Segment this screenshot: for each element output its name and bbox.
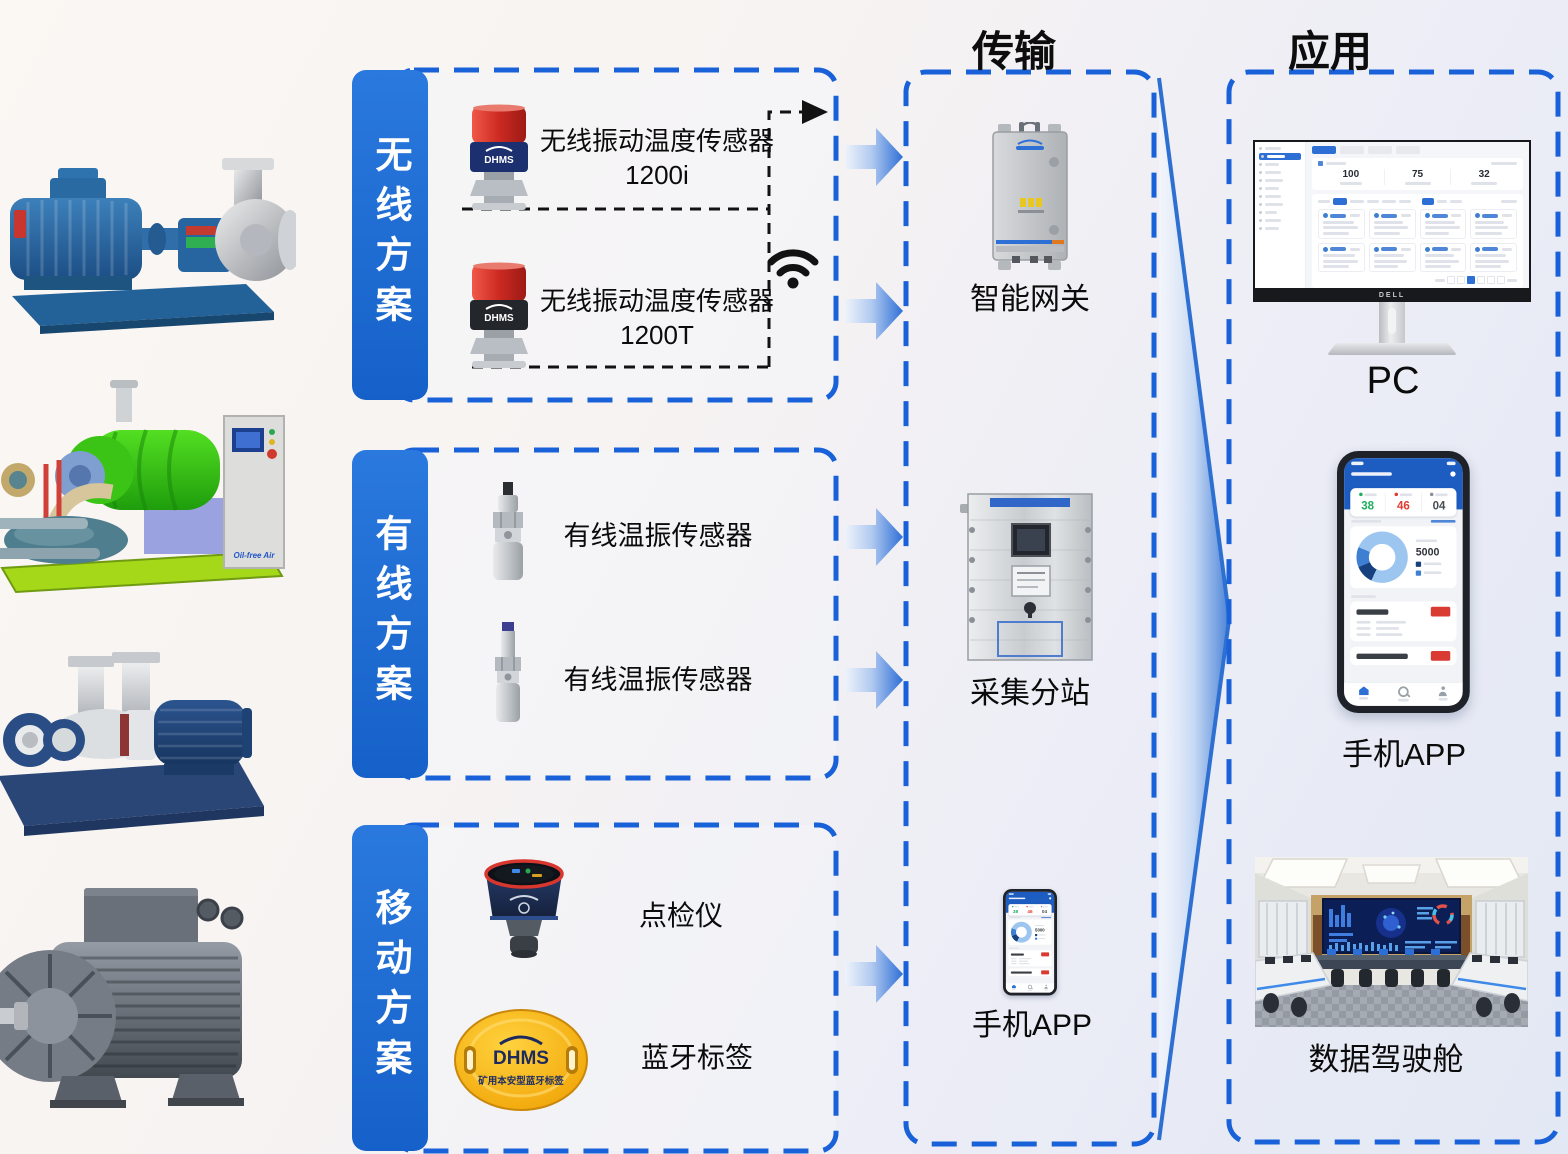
bell-icon xyxy=(1450,471,1456,477)
tag-subtitle-text: 矿用本安型蓝牙标签 xyxy=(478,1075,564,1087)
inspection-device-label: 点检仪 xyxy=(638,900,724,931)
transmission-box xyxy=(903,69,1157,1147)
user-icon xyxy=(1438,686,1448,697)
machine-pump-blue xyxy=(10,158,296,334)
monitor-bezel: DELL xyxy=(1253,288,1531,302)
gateway-image xyxy=(992,122,1068,270)
sensor-signal-lines xyxy=(462,110,804,369)
alarm-card xyxy=(1350,601,1457,642)
wireless-label-text: 无线方案 xyxy=(370,135,411,335)
app-stats: 38 46 04 xyxy=(1350,488,1457,517)
dashboard-main: 100 75 32 xyxy=(1306,142,1529,288)
application-title: 应用 xyxy=(1287,28,1373,75)
bluetooth-tag-image: DHMS 矿用本安型蓝牙标签 xyxy=(454,1009,588,1111)
sensor-1200i-label: 无线振动温度传感器 1200i xyxy=(539,126,775,191)
arrow-right-icon xyxy=(802,100,828,124)
app-header xyxy=(1006,895,1054,901)
action-button-red xyxy=(1041,970,1050,975)
action-button-red xyxy=(1430,651,1451,661)
dashboard-sidebar xyxy=(1255,142,1306,288)
home-icon xyxy=(1011,984,1016,989)
donut-chart xyxy=(1356,531,1408,583)
inspection-device-image xyxy=(484,859,564,958)
search-icon xyxy=(1027,984,1033,990)
transmission-title: 传输 xyxy=(971,28,1057,75)
action-button-red xyxy=(1430,606,1451,617)
application-phone-label: 手机APP xyxy=(1341,737,1467,772)
alarm-card xyxy=(1008,968,1052,977)
phone-screen: 38 46 04 5000 xyxy=(1344,458,1463,706)
donut-chart-card: 5000 xyxy=(1350,526,1457,589)
alarm-card xyxy=(1008,950,1052,967)
action-button-red xyxy=(1041,952,1050,957)
dashboard-stats-panel: 100 75 32 xyxy=(1312,158,1523,190)
dashboard-card-list xyxy=(1312,194,1523,288)
solution-label-wireless: 无线方案 xyxy=(352,70,428,400)
mobile-label-text: 移动方案 xyxy=(370,888,411,1088)
machine-motor-gray xyxy=(0,888,244,1108)
wired-sensor-2-image xyxy=(495,622,521,722)
phone-mockup-small: 38 46 04 5000 xyxy=(1003,889,1057,996)
wired-label-text: 有线方案 xyxy=(370,514,411,714)
wired-sensor-2-label: 有线温振传感器 xyxy=(563,665,753,695)
app-header xyxy=(1344,467,1463,481)
sensor-logo-text: DHMS xyxy=(484,155,514,166)
wired-sensor-1-label: 有线温振传感器 xyxy=(563,521,753,551)
sensor-logo-text: DHMS xyxy=(484,313,514,324)
pc-dashboard-screen: 100 75 32 xyxy=(1253,140,1531,288)
search-icon xyxy=(1398,686,1409,698)
bell-icon xyxy=(1049,897,1052,900)
phone-mockup-large: 38 46 04 5000 xyxy=(1337,451,1470,713)
application-box xyxy=(1226,69,1561,1145)
dashboard-pagination xyxy=(1318,276,1517,284)
monitor-brand-text: DELL xyxy=(1378,291,1406,299)
machine-pump-navy xyxy=(0,652,264,836)
app-bottom-nav xyxy=(1344,681,1463,706)
funnel-flow-shape xyxy=(1157,77,1231,1141)
pc-monitor: 100 75 32 xyxy=(1253,140,1531,355)
solution-label-wired: 有线方案 xyxy=(352,450,428,778)
transmission-phone-label: 手机APP xyxy=(971,1009,1093,1042)
monitor-base xyxy=(1327,343,1457,355)
monitor-stand xyxy=(1379,302,1405,344)
tag-logo-text: DHMS xyxy=(493,1048,549,1069)
home-icon xyxy=(1358,686,1369,696)
cockpit-image xyxy=(1255,857,1528,1027)
cockpit-label: 数据驾驶舱 xyxy=(1308,1042,1464,1077)
donut-chart-card: 5000 xyxy=(1008,919,1052,945)
app-bottom-nav xyxy=(1005,982,1055,993)
substation-label: 采集分站 xyxy=(970,677,1090,710)
machine-compressor-green: Oil-free Air xyxy=(0,380,285,594)
cabinet-brand-text: Oil-free Air xyxy=(233,551,275,560)
wired-sensor-1-image xyxy=(493,482,523,580)
substation-image xyxy=(960,493,1093,661)
sensor-1200i-image: DHMS xyxy=(470,104,528,210)
pc-label: PC xyxy=(1366,360,1420,402)
sensor-1200t-image: DHMS xyxy=(470,262,528,368)
user-icon xyxy=(1044,984,1048,989)
wifi-icon xyxy=(767,249,819,289)
alarm-card xyxy=(1350,646,1457,666)
app-stats: 38 46 04 xyxy=(1008,904,1052,916)
donut-chart xyxy=(1010,921,1032,943)
phone-screen: 38 46 04 5000 xyxy=(1005,891,1055,993)
dashboard-tabs xyxy=(1312,146,1523,154)
sensor-1200t-label: 无线振动温度传感器 1200T xyxy=(539,286,775,351)
solution-box-wired xyxy=(393,447,839,781)
solution-label-mobile: 移动方案 xyxy=(352,825,428,1151)
flow-arrow-icon xyxy=(845,128,903,1003)
gateway-label: 智能网关 xyxy=(970,283,1090,316)
bluetooth-tag-label: 蓝牙标签 xyxy=(640,1042,754,1073)
